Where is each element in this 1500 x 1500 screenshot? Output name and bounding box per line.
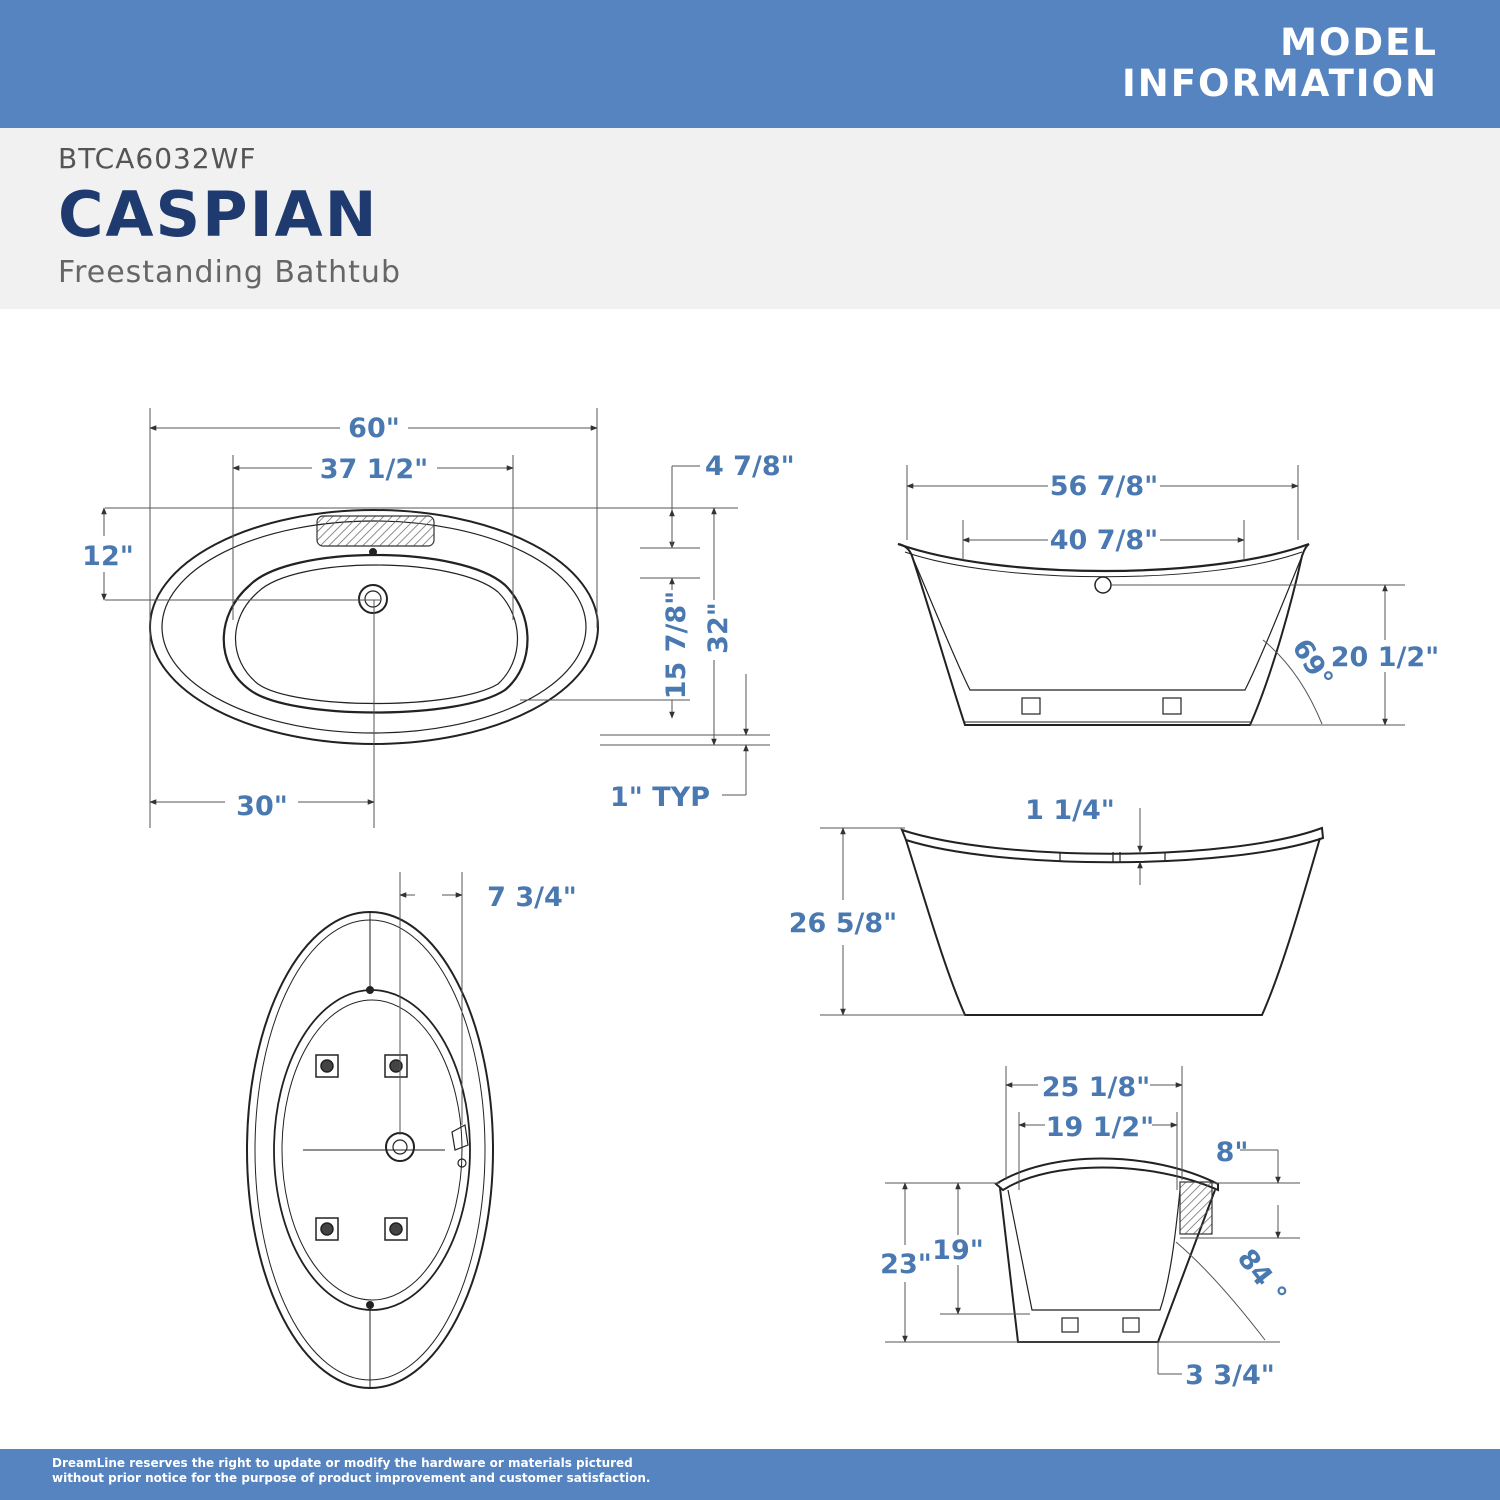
header-line-1: MODEL xyxy=(1280,21,1438,64)
top-view xyxy=(149,509,599,745)
front-view xyxy=(900,826,1325,1016)
front-view-rim xyxy=(900,826,1325,864)
dim-drain-offset: 12" xyxy=(82,541,134,572)
side-view-drain-right xyxy=(1162,697,1182,715)
footer-band xyxy=(0,1449,1500,1500)
dim-interior-length: 37 1/2" xyxy=(320,454,428,485)
dim-front-overall-height: 26 5/8" xyxy=(789,908,897,939)
header-band xyxy=(0,0,1500,128)
end-view-overflow-section xyxy=(1179,1181,1213,1235)
header-line-2: INFORMATION xyxy=(1122,62,1438,105)
top-view-basin xyxy=(222,554,529,714)
dim-end-wall-angle: 84 ° xyxy=(1231,1243,1293,1310)
side-view xyxy=(897,542,1310,726)
dim-end-overall-height: 23" xyxy=(880,1249,932,1280)
side-view-rim xyxy=(897,542,1310,573)
header-title: MODEL INFORMATION xyxy=(1122,22,1438,104)
bottom-view-dim-lines xyxy=(399,872,463,1135)
dim-end-base-offset: 3 3/4" xyxy=(1185,1360,1275,1391)
front-view-dim-lines xyxy=(820,808,1143,1016)
end-view-rim xyxy=(994,1157,1219,1192)
footer-disclaimer: DreamLine reserves the right to update o… xyxy=(52,1456,651,1485)
front-view-body xyxy=(905,837,1321,1016)
bottom-view-drain xyxy=(385,1132,415,1162)
product-type: Freestanding Bathtub xyxy=(58,255,401,290)
end-view-inner-wall xyxy=(1007,1189,1181,1311)
top-view-dim-lines xyxy=(101,408,770,828)
dim-end-inner-width: 19 1/2" xyxy=(1046,1112,1154,1143)
dim-overall-length: 60" xyxy=(348,413,400,444)
dim-front-rim-drop: 1 1/4" xyxy=(1025,795,1115,826)
dim-half-length: 30" xyxy=(236,791,288,822)
bottom-view xyxy=(246,911,494,1389)
dim-end-rim-depth: 8" xyxy=(1216,1137,1249,1168)
dim-interior-width: 15 7/8" xyxy=(661,591,692,699)
dim-rim-thickness: 1" TYP xyxy=(610,782,710,813)
dim-side-interior-length: 40 7/8" xyxy=(1050,525,1158,556)
side-view-dim-lines xyxy=(906,465,1405,726)
dim-side-drain-height: 20 1/2" xyxy=(1331,642,1439,673)
top-view-overflow-plate xyxy=(316,515,435,547)
end-view-dim-lines xyxy=(885,1066,1300,1375)
side-view-inner-wall xyxy=(911,555,1303,691)
top-view-basin-inner xyxy=(235,564,518,705)
dim-bottom-drain-offset: 7 3/4" xyxy=(487,882,577,913)
product-name: CASPIAN xyxy=(58,178,379,251)
side-view-drain-left xyxy=(1021,697,1041,715)
dim-end-outer-width: 25 1/8" xyxy=(1042,1072,1150,1103)
model-code: BTCA6032WF xyxy=(58,142,257,175)
product-info-panel xyxy=(0,128,1500,309)
top-view-drain xyxy=(358,584,388,614)
dim-end-interior-depth: 19" xyxy=(932,1235,984,1266)
dim-side-top-length: 56 7/8" xyxy=(1050,471,1158,502)
side-view-body xyxy=(897,543,1310,726)
dim-rim-width: 4 7/8" xyxy=(705,451,795,482)
bottom-view-leveling-feet xyxy=(315,1054,408,1241)
side-view-overflow xyxy=(1094,576,1112,594)
dim-overall-width: 32" xyxy=(703,602,734,654)
